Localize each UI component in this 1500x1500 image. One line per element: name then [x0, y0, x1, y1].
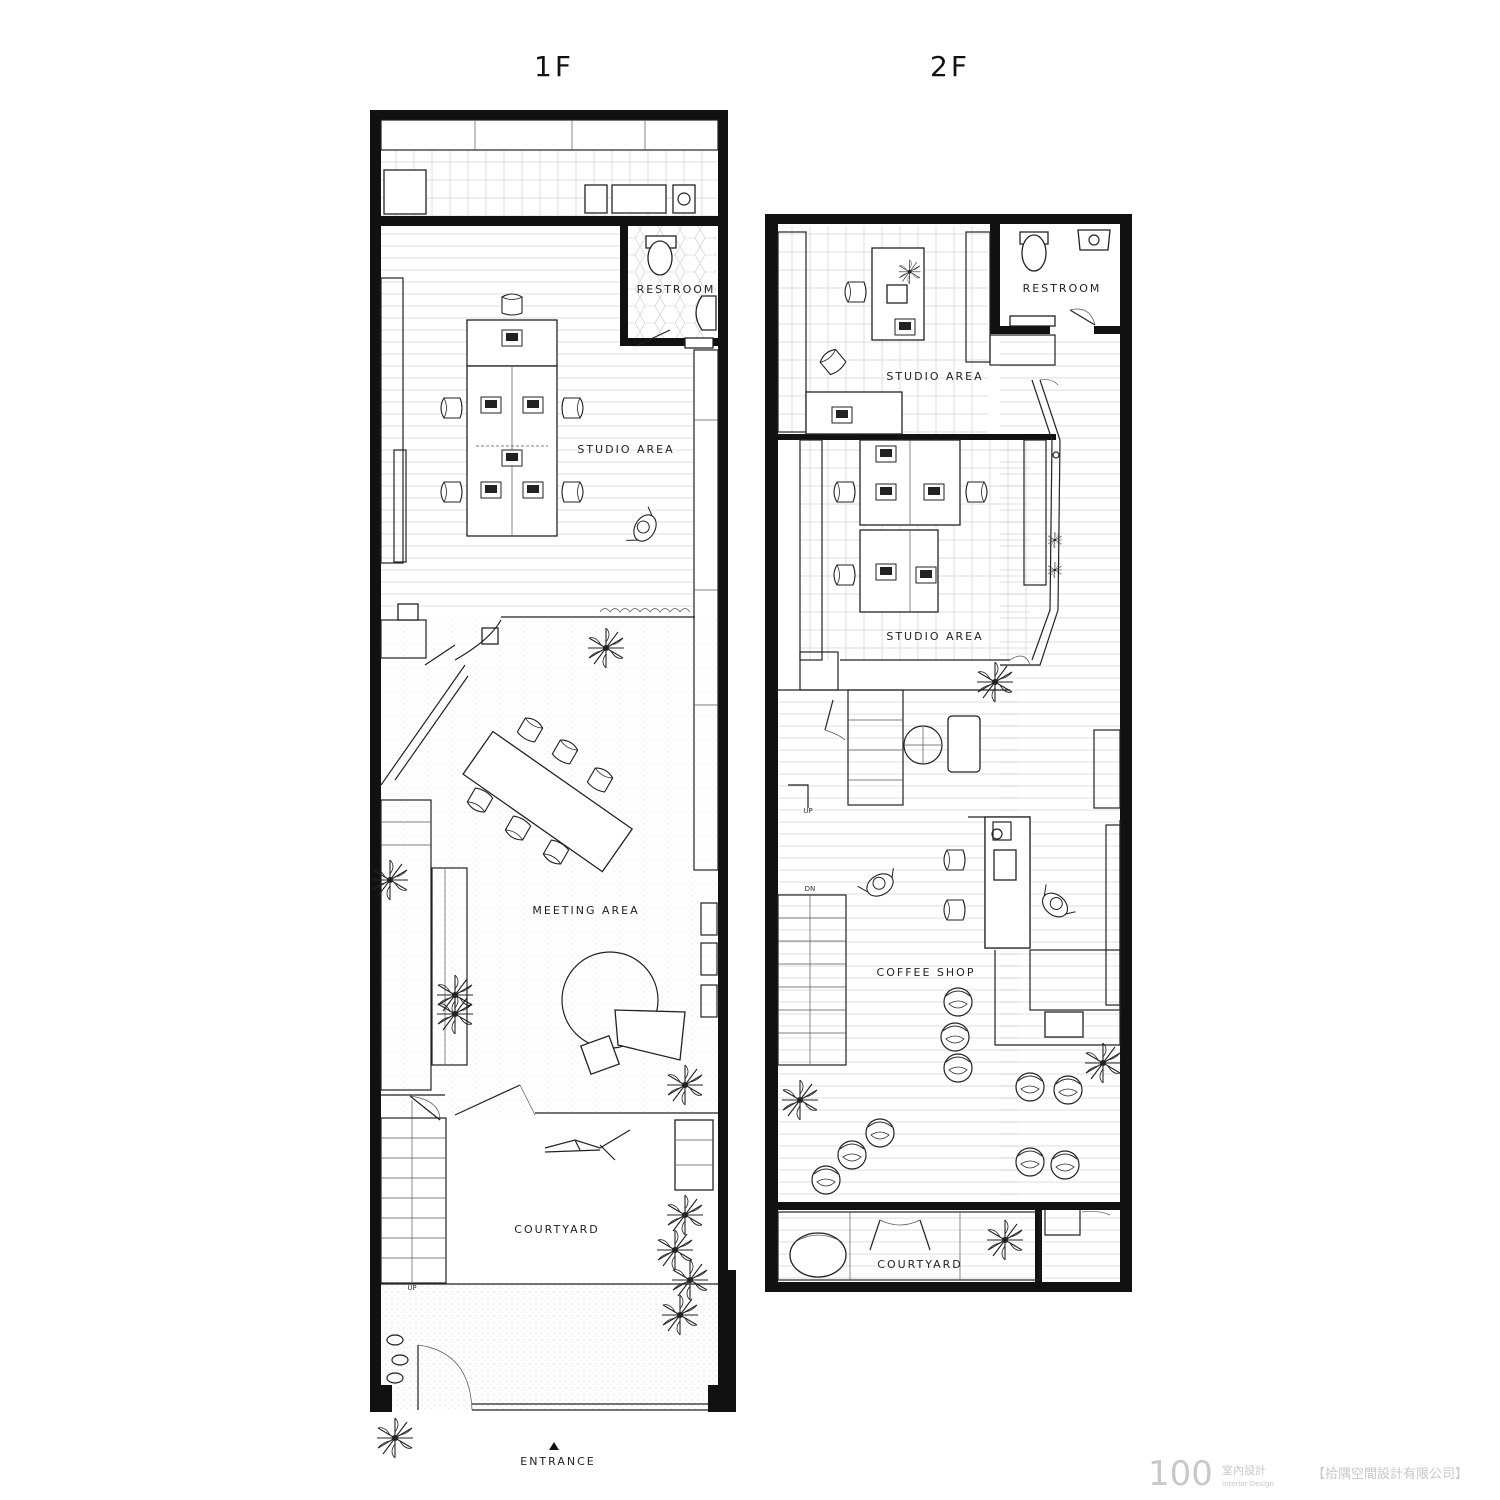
room-label-restroom-1f: RESTROOM	[637, 283, 716, 296]
wall	[370, 110, 728, 120]
wall	[370, 110, 381, 1410]
room-label-meeting: MEETING AREA	[532, 904, 639, 917]
stair-down-label-2f: DN	[805, 885, 816, 893]
room-label-restroom-2f: RESTROOM	[1023, 282, 1102, 295]
floor-2f-title: 2F	[930, 50, 970, 83]
stair-up-label-2f: UP	[803, 807, 812, 815]
stair-1f	[380, 1100, 447, 1284]
room-label-coffee-shop: COFFEE SHOP	[877, 966, 976, 979]
entrance-label: ENTRANCE	[520, 1455, 595, 1468]
watermark-logo: 100	[1148, 1454, 1213, 1494]
bench	[674, 1119, 714, 1191]
room-label-courtyard-2f: COURTYARD	[877, 1258, 962, 1271]
meeting-table	[462, 730, 634, 873]
sink-icon	[695, 295, 717, 331]
room-label-studio-bottom-2f: STUDIO AREA	[886, 630, 983, 643]
room-label-courtyard-1f: COURTYARD	[514, 1223, 599, 1236]
stair-2f	[777, 894, 847, 1066]
room-label-studio-top-2f: STUDIO AREA	[886, 370, 983, 383]
kitchen-floor-1f	[381, 150, 718, 216]
entry-floor-1f	[381, 1285, 718, 1410]
wall	[718, 110, 728, 1270]
room-label-studio-1f: STUDIO AREA	[577, 443, 674, 456]
toilet-icon	[647, 240, 673, 276]
watermark: 100 室內設計 Interior Design 【拾隅空間設計有限公司】	[1148, 1454, 1468, 1494]
watermark-brand-en: Interior Design	[1222, 1480, 1274, 1488]
floor-1f-title: 1F	[534, 50, 574, 83]
watermark-company: 【拾隅空間設計有限公司】	[1312, 1466, 1468, 1482]
watermark-brand-cn: 室內設計	[1222, 1463, 1266, 1477]
stair-up-label-1f: UP	[407, 1284, 416, 1292]
plan-2f: RESTROOM STUDIO AREA	[765, 214, 1132, 1292]
bicycle-icon	[544, 1129, 631, 1161]
entrance-arrow-icon	[549, 1442, 559, 1450]
plan-1f: RESTROOM STUDIO AREA	[370, 110, 736, 1468]
